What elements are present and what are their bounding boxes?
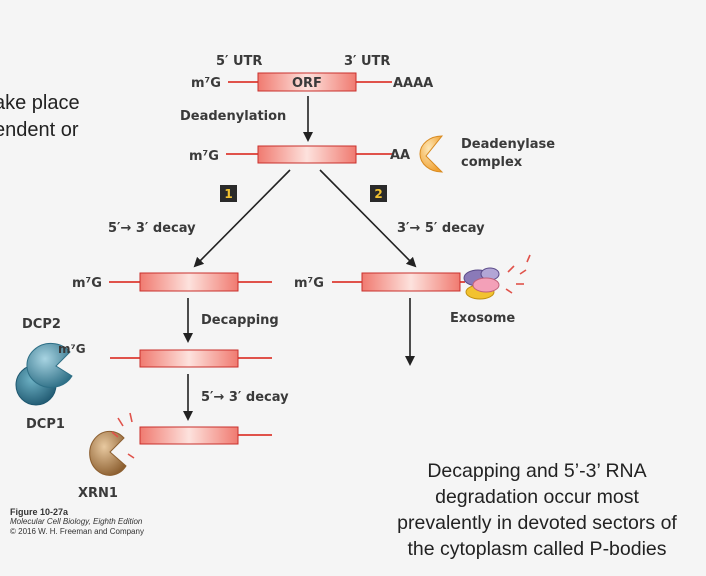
- dcp2-label: DCP2: [22, 317, 61, 332]
- path2-number: 2: [374, 187, 382, 201]
- left-cap-label: m⁷G: [72, 276, 102, 291]
- deadenylase-label-2: complex: [461, 155, 523, 170]
- polya-label: AAAA: [393, 76, 433, 91]
- caption-line-2: degradation occur most: [435, 486, 639, 508]
- xrn1-icon: [89, 430, 127, 476]
- caption-line-4: the cytoplasm called P-bodies: [407, 538, 667, 560]
- exosome-icon: [463, 267, 500, 300]
- path2-arrow: [319, 169, 417, 268]
- path1-decay-label: 5′→ 3′ decay: [108, 221, 196, 236]
- right-cap-label: m⁷G: [294, 276, 324, 291]
- top-cap-label: m⁷G: [191, 76, 221, 91]
- slide-caption: Decapping and 5’-3’ RNA degradation occu…: [372, 458, 702, 562]
- xrn1-decay-label: 5′→ 3′ decay: [201, 390, 289, 405]
- deadenylation-label: Deadenylation: [180, 109, 286, 124]
- book-title: Molecular Cell Biology, Eighth Edition: [10, 517, 143, 526]
- path1-number: 1: [224, 187, 232, 201]
- decapped-orf-box: [139, 349, 239, 368]
- dcp2-cap-label: m⁷G: [58, 342, 86, 356]
- caption-line-3: prevalently in devoted sectors of: [397, 512, 677, 534]
- figure-credit: Figure 10-27a Molecular Cell Biology, Ei…: [10, 507, 144, 537]
- exosome-label: Exosome: [450, 311, 515, 326]
- top-orf-box: [257, 72, 357, 92]
- utr5-label: 5′ UTR: [216, 54, 262, 69]
- xrn1-fragments: [111, 412, 135, 459]
- xrn1-label: XRN1: [78, 486, 118, 501]
- mid-cap-label: m⁷G: [189, 149, 219, 164]
- dcp1-label: DCP1: [26, 417, 65, 432]
- slide-left-text: ake place endent or: [0, 90, 95, 144]
- shorta-label: AA: [390, 148, 410, 163]
- path1-badge: [220, 185, 237, 202]
- decapping-label: Decapping: [201, 313, 279, 328]
- caption-line-1: Decapping and 5’-3’ RNA: [427, 460, 647, 482]
- degrading-orf-box: [139, 426, 239, 445]
- exosome-fragments: [505, 254, 531, 294]
- left-text-line-2: endent or: [0, 119, 79, 141]
- path1-arrow: [193, 169, 291, 268]
- copyright: © 2016 W. H. Freeman and Company: [10, 527, 144, 536]
- left-orf-box: [139, 272, 239, 292]
- path2-decay-label: 3′→ 5′ decay: [397, 221, 485, 236]
- dcp2-icon: [26, 342, 73, 388]
- deadenylase-label-1: Deadenylase: [461, 137, 555, 152]
- figure-number: Figure 10-27a: [10, 507, 69, 517]
- utr3-label: 3′ UTR: [344, 54, 390, 69]
- right-orf-box: [361, 272, 461, 292]
- orf-label: ORF: [292, 76, 322, 91]
- path2-badge: [370, 185, 387, 202]
- deadenylase-complex-icon: [419, 135, 444, 173]
- left-text-line-1: ake place: [0, 92, 80, 114]
- mid-orf-box: [257, 145, 357, 164]
